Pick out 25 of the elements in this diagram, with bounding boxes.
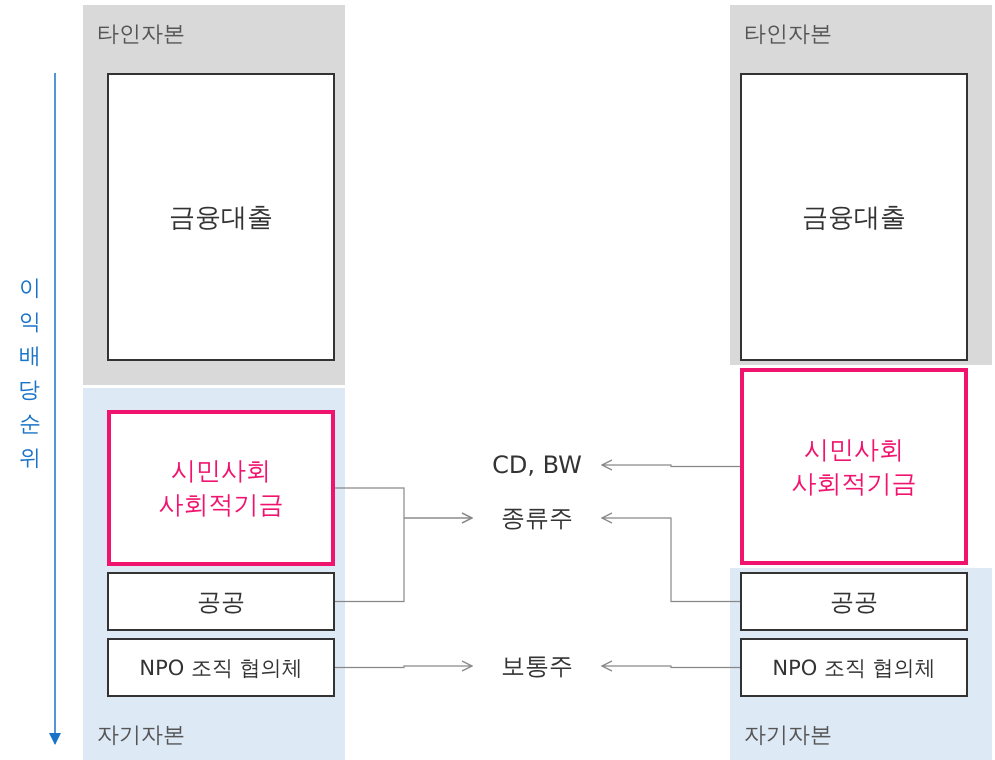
- stock-type-label: 종류주: [474, 500, 600, 536]
- stock-type-label: 보통주: [474, 648, 600, 684]
- band-label: 타인자본: [744, 21, 832, 49]
- stock-type-label: CD, BW: [474, 447, 600, 483]
- arrow: [601, 512, 740, 602]
- band-label: 자기자본: [744, 722, 832, 750]
- band-background: [730, 5, 992, 365]
- process-box: 공공: [107, 572, 335, 631]
- process-box: 공공: [740, 572, 968, 631]
- band-label: 타인자본: [97, 21, 185, 49]
- arrow: [601, 660, 740, 672]
- highlight-box: 시민사회 사회적기금: [740, 368, 968, 565]
- band-label: 자기자본: [97, 722, 185, 750]
- rank-label: 이익배당 순위: [18, 275, 42, 473]
- loan-box: 금융대출: [740, 73, 968, 361]
- band-background: [83, 5, 345, 385]
- process-box: NPO 조직 협의체: [740, 638, 968, 697]
- process-box: NPO 조직 협의체: [107, 638, 335, 697]
- arrow: [335, 660, 473, 672]
- band-background: [730, 568, 992, 760]
- arrow: [601, 459, 740, 471]
- loan-box: 금융대출: [107, 73, 335, 361]
- highlight-box: 시민사회 사회적기금: [107, 410, 335, 566]
- arrow: [335, 512, 473, 602]
- band-background: [83, 388, 345, 760]
